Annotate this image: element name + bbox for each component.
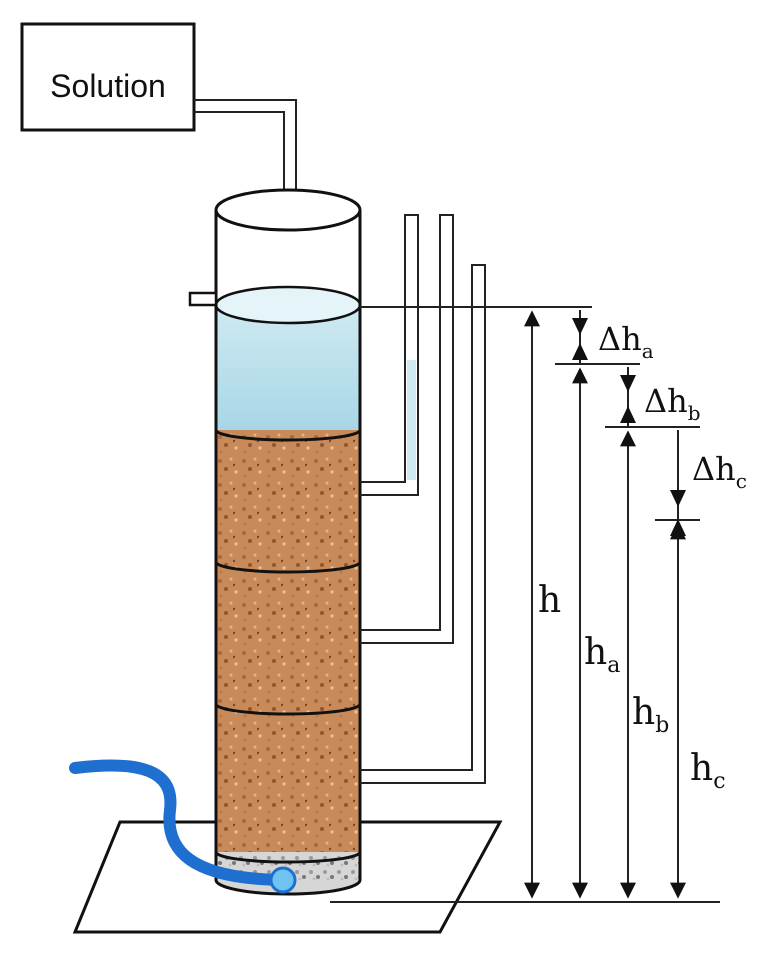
- boundary-water-soil: [214, 429, 362, 442]
- piezometer-tube-c: [360, 264, 486, 784]
- drain-hose: [69, 759, 286, 886]
- piezometer-tube-a: [360, 214, 419, 496]
- label-hb: hb: [632, 692, 669, 738]
- solution-box-label: Solution: [50, 68, 166, 104]
- label-h: h: [538, 580, 561, 621]
- label-delta-ha: Δha: [598, 320, 654, 363]
- dim-arrow-delta-b: [620, 367, 636, 427]
- overflow-outlet: [188, 291, 218, 307]
- column-top-rim: [214, 188, 362, 232]
- boundary-c-gravel: [214, 851, 362, 864]
- label-ha: ha: [584, 632, 620, 678]
- solution-box: [20, 22, 196, 132]
- label-delta-hc: Δhc: [692, 450, 747, 493]
- supply-pipe: [194, 99, 297, 200]
- dim-arrow-delta-a: [572, 310, 588, 364]
- water-zone: [216, 305, 360, 430]
- piezometer-water-a: [407, 360, 416, 480]
- soil-layer-c: [216, 704, 360, 852]
- label-hc: hc: [690, 748, 726, 794]
- soil-layer-a: [216, 430, 360, 562]
- piezometer-tube-b: [360, 214, 454, 644]
- soil-layer-b: [216, 562, 360, 704]
- dim-arrow-delta-c: [670, 430, 686, 536]
- label-delta-hb: Δhb: [644, 382, 701, 425]
- water-surface: [214, 285, 362, 325]
- drain-outlet: [269, 866, 297, 894]
- boundary-a-b: [214, 561, 362, 574]
- boundary-b-c: [214, 703, 362, 716]
